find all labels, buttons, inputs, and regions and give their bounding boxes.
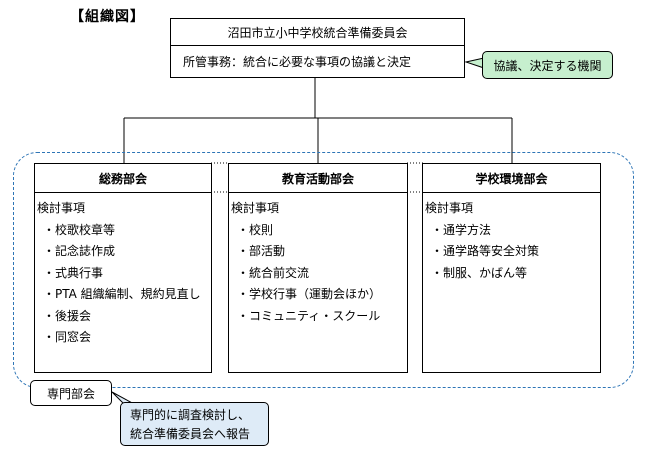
- page-title: 【組織図】: [70, 9, 145, 25]
- specialist-group-outline: [13, 152, 634, 388]
- list-item: ・コミュニティ・スクール: [237, 308, 381, 323]
- list-item: ・通学路等安全対策: [431, 244, 540, 258]
- specialist-callout-line2: 統合準備委員会へ報告: [130, 427, 251, 441]
- list-item: ・PTA 組織編制、規約見直し: [43, 287, 201, 301]
- committee-callout: 協議、決定する機関: [482, 51, 613, 79]
- committee-duty: 所管事務：統合に必要な事項の協議と決定: [183, 55, 412, 69]
- subcommittee-body: 検討事項 ・校則 ・部活動 ・統合前交流 ・学校行事（運動会ほか） ・コミュニテ…: [229, 193, 407, 327]
- list-item: ・統合前交流: [237, 265, 310, 280]
- subcommittee-heading: 検討事項: [425, 201, 474, 215]
- committee-box: 沼田市立小中学校統合準備委員会 所管事務：統合に必要な事項の協議と決定: [170, 18, 465, 78]
- subcommittee-name: 学校環境部会: [423, 164, 600, 193]
- specialist-callout: 専門的に調査検討し、 統合準備委員会へ報告: [120, 402, 269, 446]
- specialist-callout-line1: 専門的に調査検討し、: [130, 408, 251, 422]
- list-item: ・部活動: [237, 244, 286, 258]
- list-item: ・通学方法: [431, 222, 492, 237]
- list-item: ・校歌校章等: [43, 222, 116, 237]
- list-item: ・学校行事（運動会ほか）: [237, 287, 382, 301]
- specialist-label: 専門部会: [30, 380, 112, 406]
- list-item: ・式典行事: [43, 265, 104, 280]
- subcommittee-heading: 検討事項: [231, 201, 280, 215]
- list-item: ・後援会: [43, 308, 92, 323]
- list-item: ・同窓会: [43, 330, 92, 344]
- subcommittee-body: 検討事項 ・通学方法 ・通学路等安全対策 ・制服、かばん等: [423, 193, 600, 284]
- subcommittee-education-activities: 教育活動部会 検討事項 ・校則 ・部活動 ・統合前交流 ・学校行事（運動会ほか）…: [228, 163, 408, 373]
- subcommittee-body: 検討事項 ・校歌校章等 ・記念誌作成 ・式典行事 ・PTA 組織編制、規約見直し…: [35, 193, 211, 349]
- subcommittee-general-affairs: 総務部会 検討事項 ・校歌校章等 ・記念誌作成 ・式典行事 ・PTA 組織編制、…: [34, 163, 212, 373]
- subcommittee-name: 教育活動部会: [229, 164, 407, 193]
- list-item: ・校則: [237, 222, 274, 237]
- subcommittee-heading: 検討事項: [37, 201, 86, 215]
- list-item: ・記念誌作成: [43, 244, 116, 258]
- committee-name: 沼田市立小中学校統合準備委員会: [171, 19, 464, 46]
- subcommittee-school-environment: 学校環境部会 検討事項 ・通学方法 ・通学路等安全対策 ・制服、かばん等: [422, 163, 601, 373]
- subcommittee-name: 総務部会: [35, 164, 211, 193]
- list-item: ・制服、かばん等: [431, 265, 528, 280]
